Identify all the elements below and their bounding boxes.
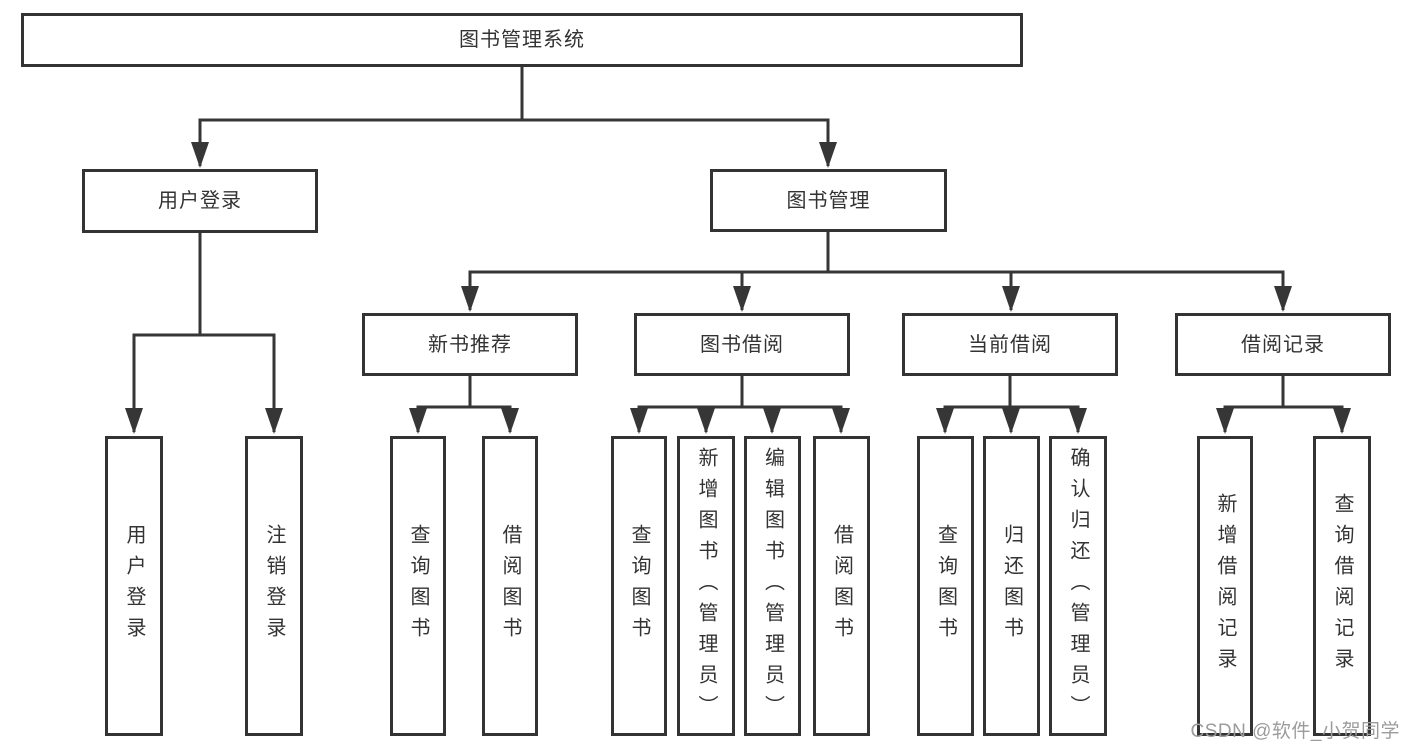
node-user-login: 用户登录 xyxy=(82,169,318,233)
csdn-watermark: CSDN @软件_小贺同学 xyxy=(1190,721,1400,742)
node-query-books-current: 查询图书 xyxy=(917,436,974,736)
node-logout-leaf: 注销登录 xyxy=(245,436,303,736)
node-book-management: 图书管理 xyxy=(710,169,947,232)
node-root: 图书管理系统 xyxy=(21,13,1023,67)
node-add-book-admin: 新增图书（管理员） xyxy=(677,436,735,736)
node-user-login-leaf: 用户登录 xyxy=(105,436,163,736)
node-query-books-borrow: 查询图书 xyxy=(611,436,667,736)
node-return-book: 归还图书 xyxy=(983,436,1040,736)
node-borrow-books-recommend: 借阅图书 xyxy=(482,436,538,736)
node-edit-book-admin: 编辑图书（管理员） xyxy=(744,436,801,736)
node-book-borrow: 图书借阅 xyxy=(634,313,850,376)
node-add-borrow-record: 新增借阅记录 xyxy=(1197,436,1253,736)
node-new-book-recommend: 新书推荐 xyxy=(362,313,578,376)
node-borrow-books-leaf: 借阅图书 xyxy=(813,436,870,736)
node-confirm-return-admin: 确认归还（管理员） xyxy=(1049,436,1107,736)
node-query-books-recommend: 查询图书 xyxy=(390,436,446,736)
node-current-borrow: 当前借阅 xyxy=(902,313,1118,376)
node-query-borrow-record: 查询借阅记录 xyxy=(1313,436,1371,736)
node-borrow-records: 借阅记录 xyxy=(1175,313,1391,376)
